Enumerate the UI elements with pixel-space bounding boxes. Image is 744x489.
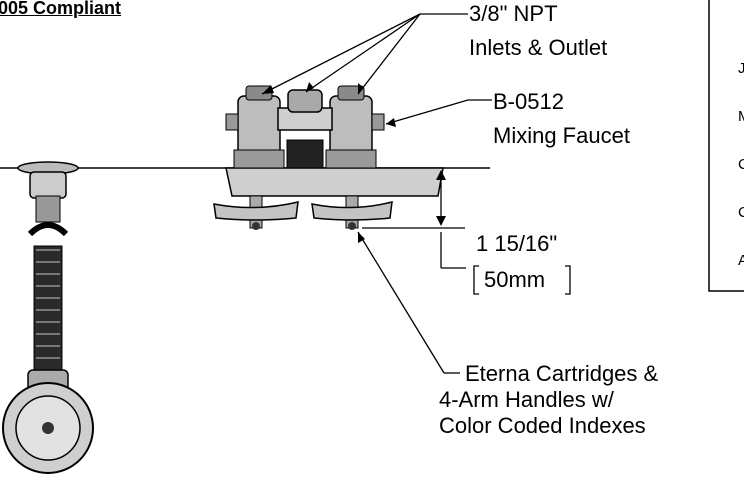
faucet-model-label: B-0512 [493,89,564,114]
faucet-body [213,85,444,230]
cartridges-callout-line2: 4-Arm Handles w/ [439,387,614,412]
arrowheads [262,82,446,243]
inlets-callout-line2: Inlets & Outlet [469,35,608,60]
compliance-header: 005 Compliant [0,0,122,18]
form-label-job: Jo [738,60,744,77]
dimension-imperial: 1 15/16" [476,231,558,256]
form-label-co: Co [738,204,744,221]
cartridges-callout-line3: Color Coded Indexes [439,413,646,438]
metric-bracket [473,265,571,295]
form-label-cu: CU [738,156,744,173]
form-label-model: M [738,108,744,125]
inlets-callout-line1: 3/8" NPT [469,1,558,26]
leader-lines [261,13,492,374]
spray-hose [2,161,94,474]
faucet-name-label: Mixing Faucet [493,123,630,148]
form-box [708,0,744,292]
cartridges-callout-line1: Eterna Cartridges & [465,361,659,386]
dimension-metric: 50mm [484,267,546,292]
form-label-ar: Ar [738,252,744,269]
